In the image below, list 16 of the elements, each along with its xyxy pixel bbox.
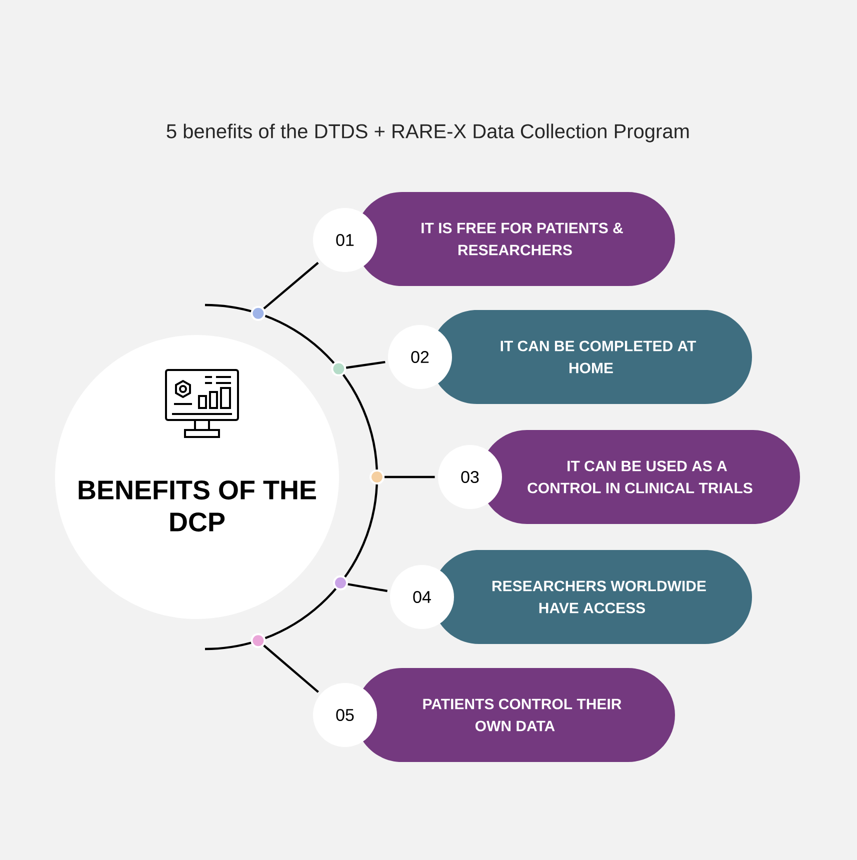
connector-line xyxy=(263,644,319,693)
benefit-pill: IT CAN BE USED AS A CONTROL IN CLINICAL TRIALS xyxy=(480,430,800,524)
dot xyxy=(250,306,266,321)
dot xyxy=(250,633,266,648)
benefit-pill: IT CAN BE COMPLETED AT HOME xyxy=(430,310,752,404)
connector-line xyxy=(384,476,435,478)
dot xyxy=(333,575,348,590)
benefit-pill: PATIENTS CONTROL THEIR OWN DATA xyxy=(355,668,675,762)
title: 5 benefits of the DTDS + RARE-X Data Collection Program xyxy=(166,124,689,142)
connector-line xyxy=(348,583,388,592)
connector-line xyxy=(346,360,386,369)
connector-line xyxy=(263,262,319,310)
dot xyxy=(370,470,384,484)
benefit-pill: RESEARCHERS WORLDWIDE HAVE ACCESS xyxy=(432,550,752,644)
dot xyxy=(331,361,346,376)
benefit-pill: IT IS FREE FOR PATIENTS & RESEARCHERS xyxy=(355,192,675,286)
